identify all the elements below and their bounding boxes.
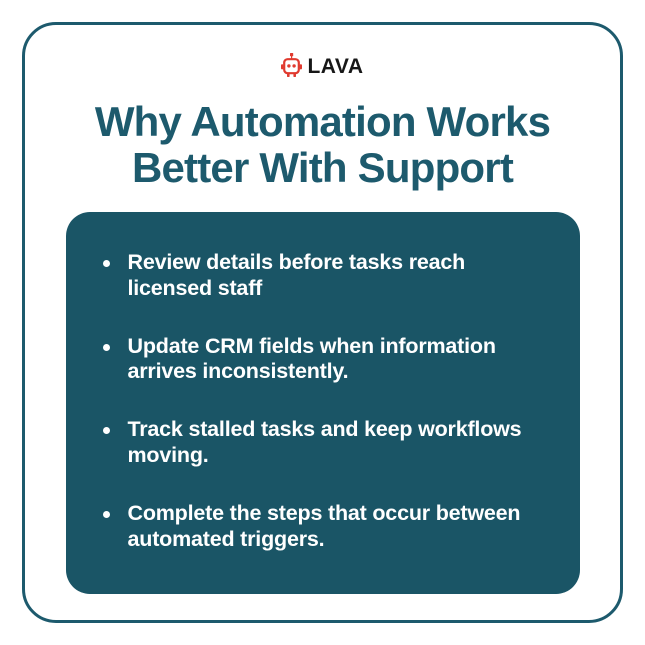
list-item: Update CRM fields when information arriv… bbox=[96, 334, 550, 386]
page-title-line-2: Better With Support bbox=[131, 144, 514, 191]
benefits-list: Review details before tasks reach licens… bbox=[96, 250, 550, 552]
page-title: Why Automation Works Better With Support bbox=[43, 101, 603, 189]
page-title-line-1: Why Automation Works bbox=[94, 98, 551, 145]
list-item: Track stalled tasks and keep workflows m… bbox=[96, 417, 550, 469]
benefits-card: Review details before tasks reach licens… bbox=[65, 212, 580, 594]
bullet-dot-icon bbox=[102, 427, 110, 435]
bullet-dot-icon bbox=[102, 510, 110, 518]
list-item-label: Update CRM fields when information arriv… bbox=[127, 333, 496, 384]
list-item-label: Review details before tasks reach licens… bbox=[127, 250, 466, 300]
brand-lockup: LAVA bbox=[281, 53, 363, 79]
list-item-label: Track stalled tasks and keep workflows m… bbox=[127, 417, 522, 467]
brand-wordmark: LAVA bbox=[307, 55, 364, 78]
list-item: Complete the steps that occur between au… bbox=[96, 501, 550, 553]
poster-content: LAVA Why Automation Works Better With Su… bbox=[22, 22, 623, 623]
list-item-label: Complete the steps that occur between au… bbox=[127, 500, 521, 551]
robot-head-icon bbox=[281, 53, 303, 79]
list-item: Review details before tasks reach licens… bbox=[96, 250, 550, 302]
bullet-dot-icon bbox=[102, 343, 110, 351]
bullet-dot-icon bbox=[102, 260, 110, 267]
